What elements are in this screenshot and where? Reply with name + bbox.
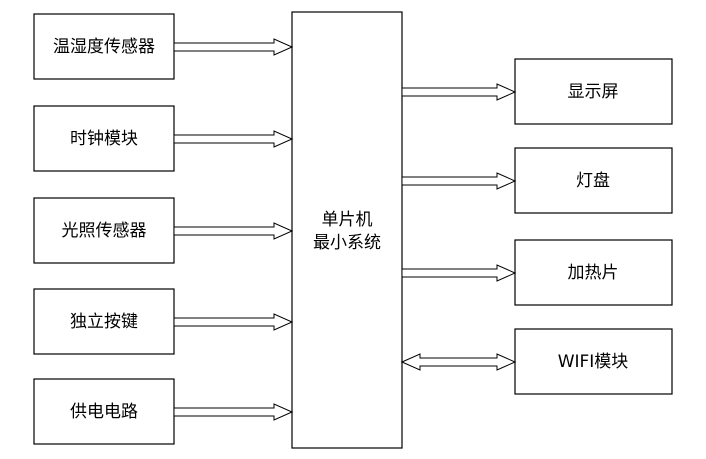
- output-block-wifi-module: WIFI模块: [514, 328, 673, 395]
- center-block-mcu-minimum-system: 单片机 最小系统: [291, 11, 403, 449]
- input-block-temp-humidity-sensor: 温湿度传感器: [33, 13, 175, 80]
- output-label: 加热片: [568, 263, 619, 283]
- center-label-line1: 单片机: [322, 210, 373, 230]
- arrow-mcu-to-heater: [401, 264, 517, 282]
- input-block-independent-keys: 独立按键: [33, 288, 175, 355]
- arrow-temp-humidity-to-mcu: [173, 38, 294, 56]
- input-label: 温湿度传感器: [53, 37, 155, 57]
- center-label-line2: 最小系统: [313, 233, 381, 253]
- output-block-lamp-panel: 灯盘: [514, 147, 673, 214]
- input-block-clock-module: 时钟模块: [33, 105, 175, 172]
- output-label: WIFI模块: [558, 352, 629, 372]
- arrow-mcu-to-lamp-panel: [401, 172, 517, 190]
- output-block-display: 显示屏: [514, 58, 673, 125]
- arrow-keys-to-mcu: [173, 313, 294, 331]
- arrow-light-sensor-to-mcu: [173, 222, 294, 240]
- input-label: 供电电路: [70, 402, 138, 422]
- arrow-clock-to-mcu: [173, 130, 294, 148]
- input-label: 光照传感器: [62, 221, 147, 241]
- arrow-power-to-mcu: [173, 403, 294, 421]
- arrow-mcu-to-display: [401, 83, 517, 101]
- arrow-mcu-wifi-bidirectional: [400, 353, 517, 371]
- output-label: 显示屏: [568, 82, 619, 102]
- output-block-heater: 加热片: [514, 239, 673, 306]
- input-block-light-sensor: 光照传感器: [33, 197, 175, 264]
- output-label: 灯盘: [576, 171, 610, 191]
- input-label: 独立按键: [70, 312, 138, 332]
- input-label: 时钟模块: [70, 129, 138, 149]
- input-block-power-circuit: 供电电路: [33, 378, 175, 445]
